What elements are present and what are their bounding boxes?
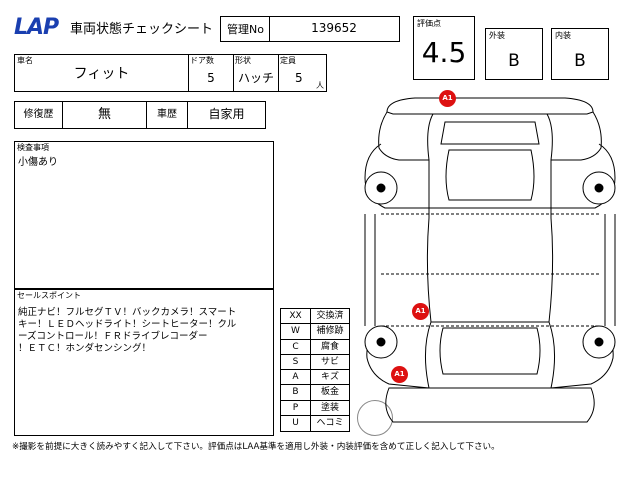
wheel-rear-right <box>582 325 616 359</box>
exterior-grade-label: 外装 <box>489 31 505 40</box>
logo-text: LAP <box>14 15 59 40</box>
doors-label: ドア数 <box>190 56 214 65</box>
selling-points-line-2: キー！ＬＥＤヘッドライト！シートヒーター！クル <box>18 319 237 330</box>
footer-note: ※撮影を前提に大きく読みやすく記入して下さい。評価点はLAA基準を適用し外装・内… <box>12 442 500 452</box>
damage-marker-side: A1 <box>412 303 429 320</box>
selling-points-label: セールスポイント <box>17 291 81 300</box>
grade-score-value: 4.5 <box>421 36 467 69</box>
left-front-fender <box>364 111 430 209</box>
sheet-title: 車両状態チェックシート <box>70 22 214 37</box>
interior-grade-box: 内装 B <box>551 28 609 80</box>
capacity-value: 5 <box>295 71 303 85</box>
right-front-fender <box>550 111 616 209</box>
control-no-value: 139652 <box>311 21 357 35</box>
wheel-front-left <box>364 171 398 205</box>
selling-points-line-1: 純正ナビ！フルセグＴＶ！バックカメラ！スマート <box>18 307 237 318</box>
repair-history-label: 修復歴 <box>23 109 54 120</box>
rear-bumper <box>385 387 595 423</box>
usage-label: 車歴 <box>157 109 177 120</box>
car-name-value: フィット <box>73 66 130 82</box>
stamp-circle <box>357 400 393 436</box>
selling-points-line-3: ーズコントロール！ＦＲドライブレコーダー <box>18 331 208 342</box>
wheel-front-right <box>582 171 616 205</box>
vehicle-info-box: 車名 フィット ドア数 5 形状 ハッチ 定員 5 人 <box>14 54 327 92</box>
grade-score-box: 評価点 4.5 <box>413 16 475 80</box>
damage-marker-rear: A1 <box>391 366 408 383</box>
car-body-top <box>427 113 553 209</box>
selling-points-box: セールスポイント 純正ナビ！フルセグＴＶ！バックカメラ！スマート キー！ＬＥＤヘ… <box>14 289 274 436</box>
grade-score-label: 評価点 <box>417 19 441 28</box>
control-no-box: 管理No 139652 <box>220 16 400 42</box>
interior-grade-value: B <box>574 51 586 71</box>
car-damage-diagram <box>364 97 616 423</box>
usage-value: 自家用 <box>208 107 245 121</box>
inspection-text: 小傷あり <box>18 157 58 168</box>
capacity-label: 定員 <box>280 56 296 65</box>
inspection-label: 検査事項 <box>17 143 49 152</box>
interior-grade-label: 内装 <box>555 31 571 40</box>
history-box: 修復歴 無 車歴 自家用 <box>14 101 266 129</box>
exterior-grade-box: 外装 B <box>485 28 543 80</box>
control-no-label: 管理No <box>227 23 264 36</box>
doors-value: 5 <box>207 71 215 85</box>
car-name-label: 車名 <box>17 56 33 65</box>
selling-points-line-4: ！ＥＴＣ！ホンダセンシング！ <box>18 343 152 354</box>
repair-history-value: 無 <box>97 107 111 122</box>
damage-marker-front: A1 <box>439 90 456 107</box>
body-shape-label: 形状 <box>235 56 251 65</box>
capacity-unit: 人 <box>316 81 324 90</box>
exterior-grade-value: B <box>508 51 520 71</box>
front-bumper <box>386 97 594 115</box>
inspection-box: 検査事項 小傷あり <box>14 141 274 289</box>
wheel-rear-left <box>364 325 398 359</box>
car-body-rear <box>424 321 556 389</box>
body-shape-value: ハッチ <box>237 71 274 85</box>
logo: LAP <box>14 16 68 40</box>
